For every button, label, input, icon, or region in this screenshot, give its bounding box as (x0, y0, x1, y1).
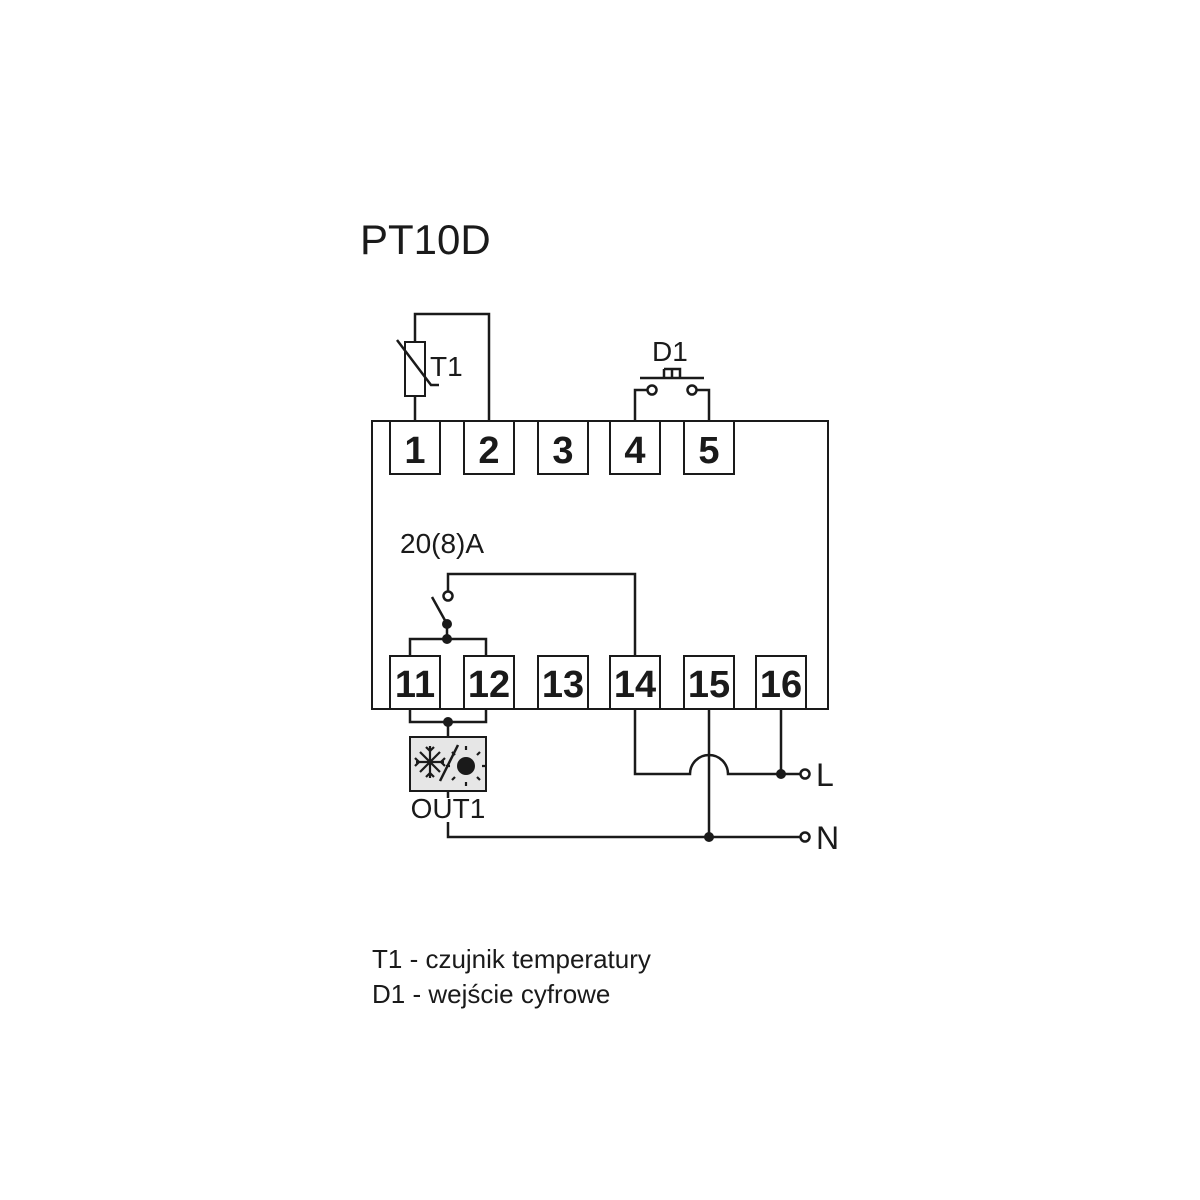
output-label: OUT1 (411, 793, 486, 824)
controller-body (371, 420, 829, 710)
line-label-n: N (816, 820, 839, 856)
terminal-2-label: 2 (478, 430, 499, 472)
terminal-14-label: 14 (614, 664, 656, 706)
relay-common-bridge (408, 637, 488, 656)
terminal-16-to-l-wire (779, 709, 800, 776)
terminal-16-label: 16 (760, 664, 802, 706)
pushbutton-input (633, 367, 711, 421)
slash-divider (438, 744, 460, 782)
relay-nc-wire (446, 572, 637, 656)
thermistor-sensor (396, 312, 491, 421)
terminal-14-to-l-wire (633, 709, 780, 776)
legend-item-d1: D1 - wejście cyfrowe (372, 979, 611, 1009)
terminal-11-label: 11 (395, 664, 435, 706)
relay-rating: 20(8)A (400, 528, 484, 559)
pushbutton-icon (640, 367, 704, 380)
n-junction-dot (704, 832, 714, 842)
terminal-11-box (389, 655, 441, 710)
sensor-label: T1 (430, 351, 463, 382)
terminal-5-label: 5 (698, 430, 719, 472)
relay-contact-point (442, 590, 454, 602)
terminal-4-label: 4 (624, 430, 645, 472)
line-label-l: L (816, 757, 834, 793)
supply-wiring (633, 709, 811, 843)
terminal-3-label: 3 (552, 430, 573, 472)
snowflake-icon (414, 746, 446, 778)
thermistor-icon (404, 341, 426, 397)
top-terminal-block: 1 2 3 4 5 (389, 420, 735, 475)
input-wires (633, 388, 711, 421)
input-contact-right (686, 384, 698, 396)
l-terminal-point (799, 768, 811, 780)
terminal-1-box (389, 420, 441, 475)
n-terminal-point (799, 831, 811, 843)
terminal-12-box (463, 655, 515, 710)
terminal-12-label: 12 (468, 664, 510, 706)
diagram-title: PT10D (360, 216, 491, 263)
terminal-13-label: 13 (542, 664, 584, 706)
terminal-15-box (683, 655, 735, 710)
terminal-1-label: 1 (404, 430, 425, 472)
terminal-15-label: 15 (688, 664, 730, 706)
terminal-13-box (537, 655, 589, 710)
output-wiring (408, 709, 709, 839)
output-neutral-wire (446, 791, 709, 839)
terminal-16-box (755, 655, 807, 710)
relay-contact (408, 572, 637, 656)
legend-item-t1: T1 - czujnik temperatury (372, 944, 651, 974)
thermistor-slash (396, 339, 439, 387)
terminal-2-box (463, 420, 515, 475)
sensor-wires (413, 312, 491, 421)
relay-pivot-dot (442, 619, 452, 629)
terminal-3-box (537, 420, 589, 475)
l-junction-dot (776, 769, 786, 779)
terminal-5-box (683, 420, 735, 475)
legend: T1 - czujnik temperatury D1 - wejście cy… (372, 942, 651, 1012)
sun-icon (446, 746, 486, 786)
input-label: D1 (652, 336, 688, 367)
input-contact-left (646, 384, 658, 396)
